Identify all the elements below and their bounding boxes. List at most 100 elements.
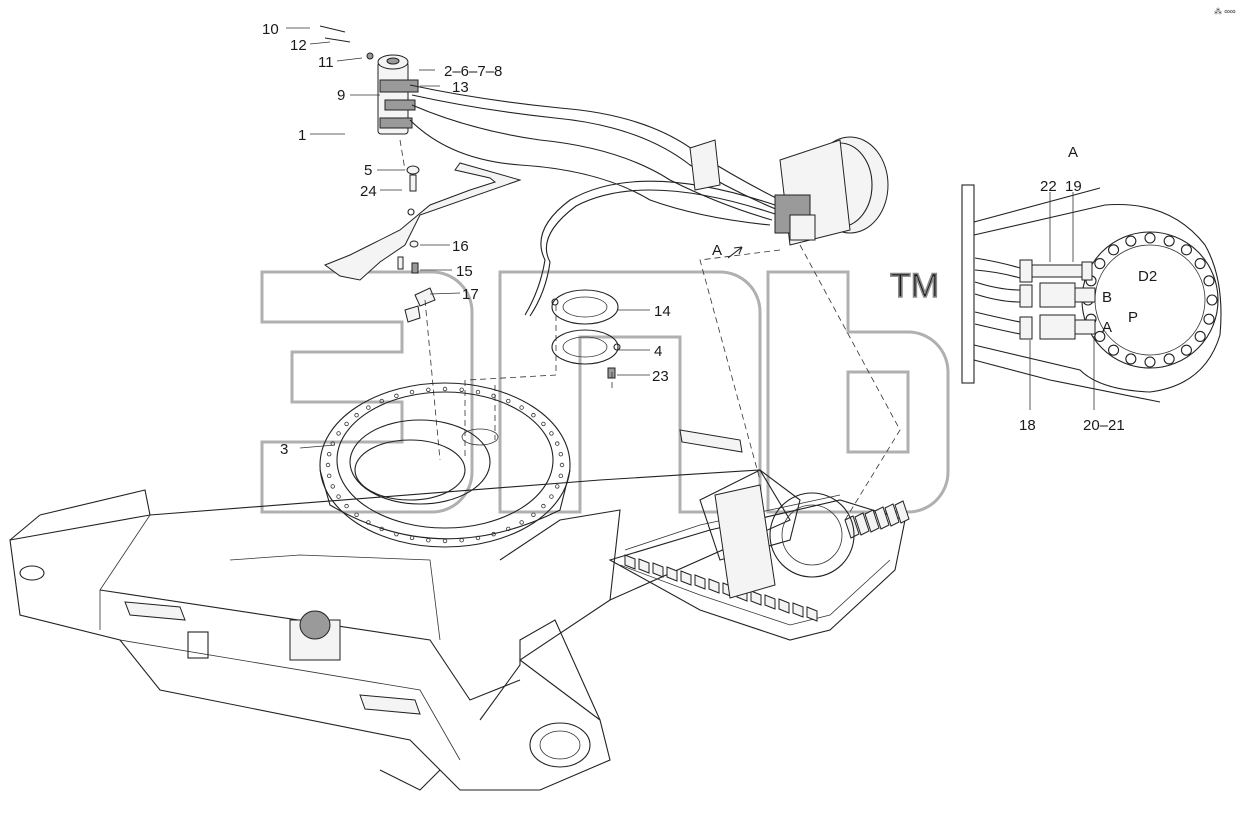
track-cleat <box>624 554 636 570</box>
callout-24: 24 <box>360 183 377 200</box>
detail-bolt-hole <box>1125 353 1137 365</box>
callout-12: 12 <box>290 37 307 54</box>
slewing-ring <box>319 380 571 548</box>
ring-bolt-hole <box>379 398 384 404</box>
detail-bolt-hole <box>1194 330 1206 342</box>
callout-4: 4 <box>654 343 662 360</box>
track-cleat <box>806 606 818 622</box>
track-cleat <box>884 503 900 527</box>
view-arrow: A <box>712 242 743 259</box>
ring-bolt-hole <box>459 387 464 392</box>
callout-23: 23 <box>652 368 669 385</box>
track-cleat <box>874 506 890 530</box>
track-cleat <box>666 566 678 582</box>
callout-2-6-7-8: 2–6–7–8 <box>444 63 502 80</box>
callout-14: 14 <box>654 303 671 320</box>
track-assembly <box>608 484 910 641</box>
step-pads <box>124 429 743 715</box>
callout-20-21: 20–21 <box>1083 417 1125 434</box>
detail-bolt-hole <box>1094 330 1106 342</box>
track-cleat <box>854 512 870 536</box>
detail-bolt-hole <box>1194 258 1206 270</box>
callout-10: 10 <box>262 21 279 38</box>
callout-5: 5 <box>364 162 372 179</box>
ring-bolt-hole <box>558 473 564 479</box>
callout-19: 19 <box>1065 178 1082 195</box>
callout-22: 22 <box>1040 178 1057 195</box>
corner-mark: ⁂ ∞∞ <box>1214 7 1236 16</box>
track-cleat <box>652 562 664 578</box>
track-cleat <box>764 594 776 610</box>
ring-bolt-hole <box>354 413 359 418</box>
ring-bolt-hole <box>541 421 546 427</box>
ring-bolt-hole <box>336 494 341 499</box>
detail-bolt-holes <box>1082 232 1218 368</box>
fasteners <box>397 165 441 461</box>
ring-bolt-hole <box>519 520 524 525</box>
watermark: TM <box>260 266 950 514</box>
ring-bolt-hole <box>531 413 536 418</box>
ring-bolt-hole <box>366 520 371 525</box>
ring-bolt-hole <box>409 389 415 395</box>
ring-bolt-hole <box>394 531 399 537</box>
detail-bolt-hole <box>1206 294 1218 306</box>
ring-bolt-hole <box>366 405 371 410</box>
detail-bolt-hole <box>1144 356 1156 368</box>
trademark-text: TM <box>890 267 939 305</box>
callout-11: 11 <box>318 54 334 71</box>
view-arrow-label: A <box>712 242 722 259</box>
ring-bolt-hole <box>394 393 399 399</box>
callout-18: 18 <box>1019 417 1036 434</box>
ring-bolt-hole <box>330 484 335 489</box>
hydraulic-hoses <box>409 84 781 317</box>
detail-bolt-hole <box>1125 235 1137 247</box>
detail-bolt-hole <box>1163 235 1175 247</box>
ring-bolt-hole <box>531 512 536 517</box>
track-cleat <box>694 574 706 590</box>
ring-bolt-hole <box>409 535 415 541</box>
track-cleat <box>680 570 692 586</box>
ring-bolt-hole <box>344 503 349 509</box>
track-cleats <box>624 500 910 622</box>
ring-bolt-hole <box>344 421 349 427</box>
detail-view-a: A D2 B P A <box>961 144 1222 410</box>
callout-labels: 1 2–6–7–8 3 4 5 9 10 11 12 13 14 15 16 1… <box>262 21 1125 458</box>
detail-bolt-hole <box>1094 258 1106 270</box>
ring-bolt-hole <box>426 538 431 543</box>
detail-bolt-hole <box>1180 244 1192 256</box>
detail-bolt-hole <box>1108 344 1120 356</box>
track-cleat <box>792 602 804 618</box>
callout-1: 1 <box>298 127 306 144</box>
track-cleat <box>708 578 720 594</box>
undercarriage-frame <box>9 469 801 791</box>
ring-bolt-hole <box>326 473 332 479</box>
travel-motor <box>699 136 901 521</box>
roller <box>289 610 341 661</box>
rotary-joint <box>319 25 419 171</box>
callout-13: 13 <box>452 79 469 96</box>
track-cleat <box>864 509 880 533</box>
callout-16: 16 <box>452 238 469 255</box>
detail-bolt-hole <box>1203 275 1215 287</box>
ring-bolt-hole <box>519 405 524 410</box>
ring-bolt-hole <box>459 538 464 543</box>
ring-bolt-hole <box>475 535 481 541</box>
track-cleat <box>638 558 650 574</box>
ring-bolt-hole <box>506 398 511 404</box>
ring-bolt-holes <box>325 386 565 544</box>
ring-bolt-hole <box>555 441 560 446</box>
ring-bolt-hole <box>379 526 384 532</box>
callout-15: 15 <box>456 263 473 280</box>
ring-bolt-hole <box>549 431 554 436</box>
port-label-d2: D2 <box>1138 268 1157 285</box>
ring-bolt-hole <box>559 462 565 468</box>
ring-bolt-hole <box>426 387 431 392</box>
ring-bolt-hole <box>555 484 560 489</box>
callout-3: 3 <box>280 441 288 458</box>
ring-bolt-hole <box>442 538 448 544</box>
ring-bolt-hole <box>475 389 481 395</box>
gaskets <box>467 289 621 390</box>
ring-bolt-hole <box>326 451 332 457</box>
